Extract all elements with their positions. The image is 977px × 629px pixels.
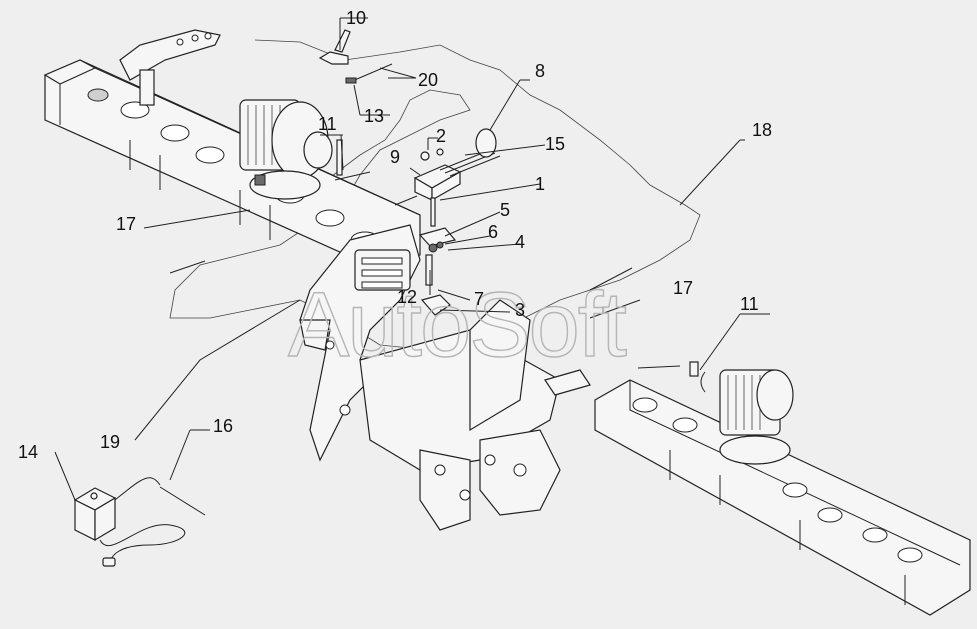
small-parts — [169, 29, 699, 377]
callout-2: 2 — [436, 126, 446, 146]
watermark-text: AutoSoft — [288, 274, 626, 376]
control-box — [73, 477, 206, 567]
callout-20: 20 — [418, 70, 438, 90]
callout-4: 4 — [515, 232, 525, 252]
callout-labels: 10 20 13 8 11 2 9 15 1 18 17 5 6 4 12 7 … — [18, 8, 772, 462]
right-axle-beam — [594, 379, 971, 616]
callout-11-upper: 11 — [318, 114, 337, 134]
callout-5: 5 — [500, 200, 510, 220]
leader-lines — [54, 17, 770, 501]
callout-15: 15 — [545, 134, 565, 154]
callout-8: 8 — [535, 61, 545, 81]
callout-13: 13 — [364, 106, 384, 126]
callout-18: 18 — [752, 120, 772, 140]
cable-route-outline — [169, 39, 701, 351]
callout-11-lower: 11 — [740, 294, 759, 314]
callout-9: 9 — [390, 147, 400, 167]
callout-12: 12 — [397, 287, 417, 307]
callout-14: 14 — [18, 442, 38, 462]
callout-17-right: 17 — [673, 278, 693, 298]
left-drive-motor — [239, 99, 333, 200]
callout-1: 1 — [535, 174, 545, 194]
right-drive-motor — [700, 369, 794, 465]
callout-6: 6 — [488, 222, 498, 242]
callout-19: 19 — [100, 432, 120, 452]
sensor-assembly — [394, 128, 501, 316]
callout-10: 10 — [346, 8, 366, 28]
callout-16: 16 — [213, 416, 233, 436]
callout-17-left: 17 — [116, 214, 136, 234]
callout-7: 7 — [474, 289, 484, 309]
left-axle-beam — [43, 29, 421, 271]
callout-3: 3 — [515, 300, 525, 320]
center-frame — [299, 224, 591, 531]
